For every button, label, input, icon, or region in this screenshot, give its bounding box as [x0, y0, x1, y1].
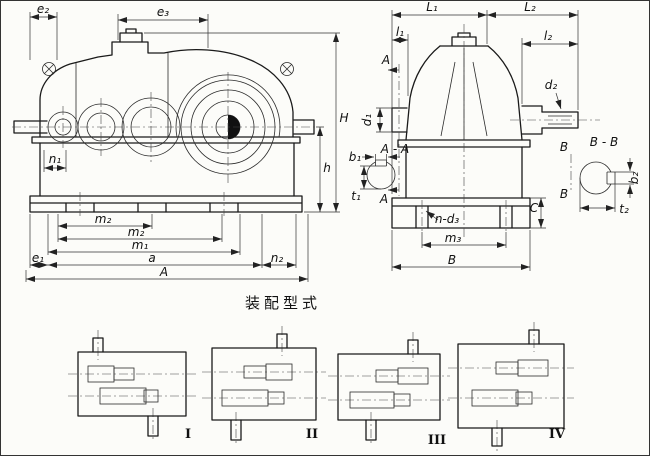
dim-label-e3: e₃	[157, 5, 169, 19]
side-housing-outline	[391, 32, 579, 229]
front-housing-outline	[13, 28, 315, 213]
dim-label-m2-upper: m₂	[95, 212, 112, 226]
side-ribs	[440, 48, 572, 140]
dim-label-b1: b₁	[349, 150, 362, 164]
side-centerlines	[398, 24, 600, 240]
dim-label-C: C	[530, 201, 539, 215]
dim-label-n2: n₂	[271, 251, 284, 265]
dim-label-m1: m₁	[132, 238, 149, 252]
dim-label-m3: m₃	[445, 231, 462, 245]
variant-2-label: II	[306, 427, 318, 442]
section-title-A-A: A - A	[380, 142, 409, 156]
dim-label-n-d3: n-d₃	[435, 212, 460, 226]
dim-label-a: a	[148, 251, 155, 265]
dim-label-A-width: A	[159, 265, 168, 279]
section-mark-B-top: B	[560, 140, 568, 154]
dim-label-h: h	[323, 161, 331, 175]
dim-label-B-width: B	[448, 253, 456, 267]
dim-label-l1: l₁	[396, 25, 404, 39]
dim-label-m2-lower: m₂	[128, 225, 145, 239]
front-view: e₂ e₃ H h n₁ m₂ m₂ m₁ e₁ a n₂ A	[12, 2, 349, 282]
dim-label-l2: l₂	[544, 29, 552, 43]
dim-label-b2: b₂	[627, 172, 641, 185]
dim-label-e1: e₁	[32, 251, 44, 265]
dim-label-L2: L₂	[524, 0, 536, 14]
variant-1: I	[68, 330, 196, 442]
dim-label-H: H	[339, 111, 348, 125]
side-dimensions: L₁ L₂ l₁ l₂ d₂ d₁ A A A - A b₁ t₁ B - B …	[349, 0, 641, 271]
dim-label-d1: d₁	[360, 114, 374, 127]
variant-3-label: III	[428, 433, 446, 448]
front-ribs	[42, 53, 294, 138]
dim-label-e2: e₂	[37, 2, 49, 16]
side-view: L₁ L₂ l₁ l₂ d₂ d₁ A A A - A b₁ t₁ B - B …	[349, 0, 641, 271]
variant-1-label: I	[185, 427, 191, 442]
section-mark-A-top: A	[381, 53, 390, 67]
dim-label-t2: t₂	[619, 202, 629, 216]
variant-4-label: IV	[549, 427, 566, 442]
section-mark-B-bottom: B	[560, 187, 568, 201]
front-dimensions: e₂ e₃ H h n₁ m₂ m₂ m₁ e₁ a n₂ A	[25, 2, 349, 282]
assembly-variants: I II	[68, 322, 574, 452]
variant-3: III	[328, 332, 450, 448]
section-A-A-detail	[360, 154, 400, 190]
section-B-B-detail	[579, 158, 634, 212]
dim-label-t1: t₁	[351, 189, 361, 203]
variant-2: II	[202, 326, 326, 446]
section-mark-A-bottom: A	[379, 192, 388, 206]
variant-4: IV	[448, 322, 574, 452]
dim-label-n1: n₁	[49, 152, 62, 166]
assembly-type-caption: 装配型式	[245, 294, 321, 312]
front-centerlines	[12, 72, 318, 216]
section-title-B-B: B - B	[590, 135, 618, 149]
dim-label-d2: d₂	[545, 78, 558, 92]
dim-label-L1: L₁	[426, 0, 438, 14]
